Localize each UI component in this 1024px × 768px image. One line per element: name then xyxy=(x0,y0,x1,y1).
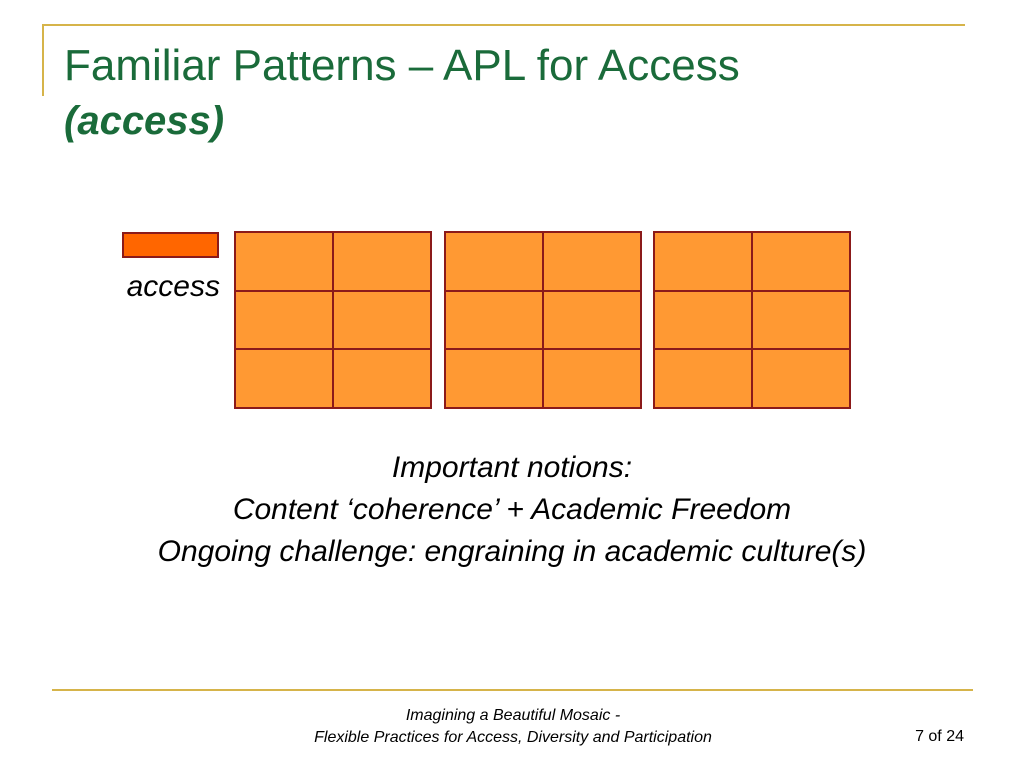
footer-accent-line xyxy=(52,689,973,691)
notions-text: Important notions: Content ‘coherence’ +… xyxy=(0,447,1024,573)
block-cell xyxy=(543,232,641,291)
block-group-3 xyxy=(653,231,851,409)
block-cell xyxy=(333,290,431,350)
block-cell xyxy=(543,290,641,350)
slide-subtitle: (access) xyxy=(64,99,225,143)
block-cell xyxy=(235,290,333,350)
block-cell xyxy=(654,232,752,291)
notions-line-1: Important notions: xyxy=(391,451,633,484)
slide-title: Familiar Patterns – APL for Access xyxy=(64,41,740,90)
block-cell xyxy=(752,349,850,408)
notions-line-3: Ongoing challenge: engraining in academi… xyxy=(157,535,867,568)
footer-line-2: Flexible Practices for Access, Diversity… xyxy=(314,729,712,746)
block-cell xyxy=(445,290,543,350)
footer-line-1: Imagining a Beautiful Mosaic - xyxy=(405,707,621,724)
block-cell xyxy=(235,349,333,408)
access-label: access xyxy=(126,270,220,303)
block-cell xyxy=(445,349,543,408)
block-group-2 xyxy=(444,231,642,409)
block-cell xyxy=(752,290,850,350)
block-cell xyxy=(445,232,543,291)
access-bar xyxy=(122,232,219,258)
footer-text: Imagining a Beautiful Mosaic - Flexible … xyxy=(300,705,726,749)
left-accent-line xyxy=(42,24,44,96)
block-group-1 xyxy=(234,231,432,409)
block-cell xyxy=(235,232,333,291)
page-number: 7 of 24 xyxy=(915,728,964,745)
block-cell xyxy=(333,232,431,291)
top-accent-line xyxy=(42,24,965,26)
block-cell xyxy=(752,232,850,291)
notions-line-2: Content ‘coherence’ + Academic Freedom xyxy=(232,493,792,526)
block-cell xyxy=(654,349,752,408)
block-cell xyxy=(654,290,752,350)
block-cell xyxy=(543,349,641,408)
block-cell xyxy=(333,349,431,408)
